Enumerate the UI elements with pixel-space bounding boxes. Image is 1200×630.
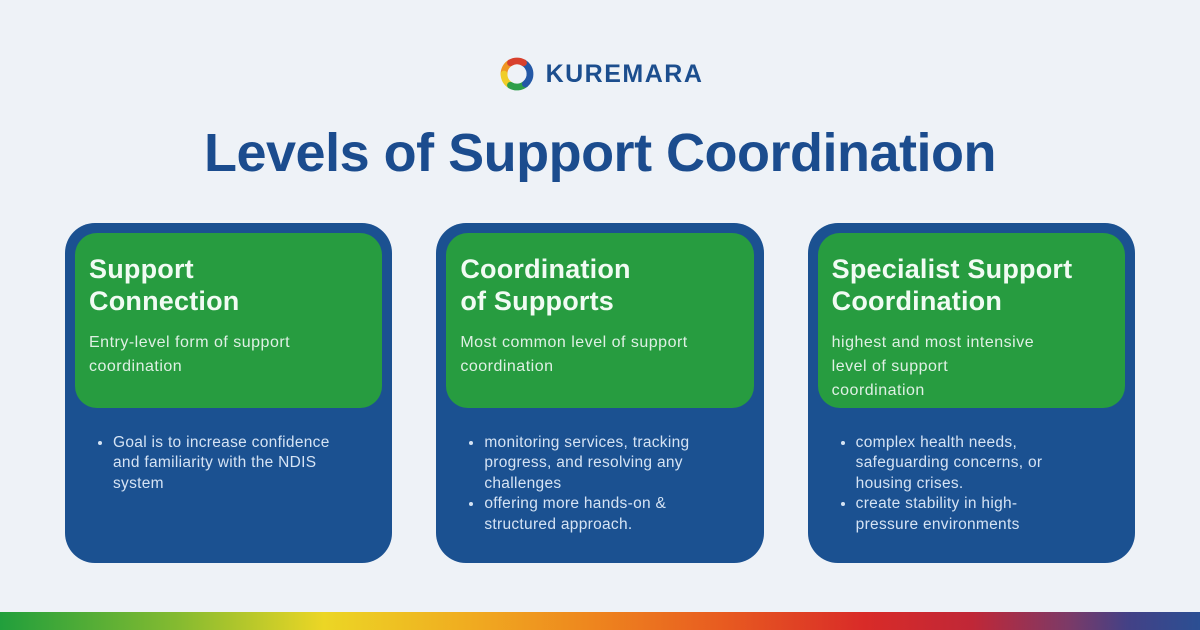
swirl-arc-red <box>506 57 527 67</box>
rainbow-gradient-bar <box>0 612 1200 630</box>
card-bullet: create stability in high- pressure envir… <box>856 494 1107 535</box>
card-subtitle: Entry-level form of support coordination <box>89 333 291 375</box>
card-specialist-support-coordination: Specialist Support Coordination highest … <box>807 223 1135 563</box>
card-bullet-list: complex health needs, safeguarding conce… <box>841 433 1107 535</box>
card-coordination-of-supports: Coordination of Supports Most common lev… <box>436 223 764 563</box>
card-bullet-list: monitoring services, tracking progress, … <box>469 433 735 535</box>
card-support-connection: Support Connection Entry-level form of s… <box>65 223 393 563</box>
card-bullet: Goal is to increase confidence and famil… <box>113 433 364 494</box>
card-title: Coordination of Supports <box>460 254 631 316</box>
cards-row: Support Connection Entry-level form of s… <box>65 223 1135 563</box>
card-header: Coordination of Supports Most common lev… <box>446 233 754 408</box>
card-title: Specialist Support Coordination <box>831 254 1073 316</box>
card-bullet: monitoring services, tracking progress, … <box>484 433 735 494</box>
card-header: Specialist Support Coordination highest … <box>817 233 1125 408</box>
page-title: Levels of Support Coordination <box>204 123 997 183</box>
card-subtitle: Most common level of support coordinatio… <box>460 333 688 375</box>
brand-swirl-icon <box>497 54 537 94</box>
card-bullet: offering more hands-on & structured appr… <box>484 494 735 535</box>
card-subtitle: highest and most intensive level of supp… <box>831 333 1035 399</box>
card-bullet: complex health needs, safeguarding conce… <box>856 433 1107 494</box>
brand-name: KUREMARA <box>545 59 704 88</box>
card-header: Support Connection Entry-level form of s… <box>75 233 383 408</box>
card-bullet-list: Goal is to increase confidence and famil… <box>98 433 364 494</box>
card-title: Support Connection <box>89 254 240 316</box>
brand-logo: KUREMARA <box>0 54 1200 94</box>
